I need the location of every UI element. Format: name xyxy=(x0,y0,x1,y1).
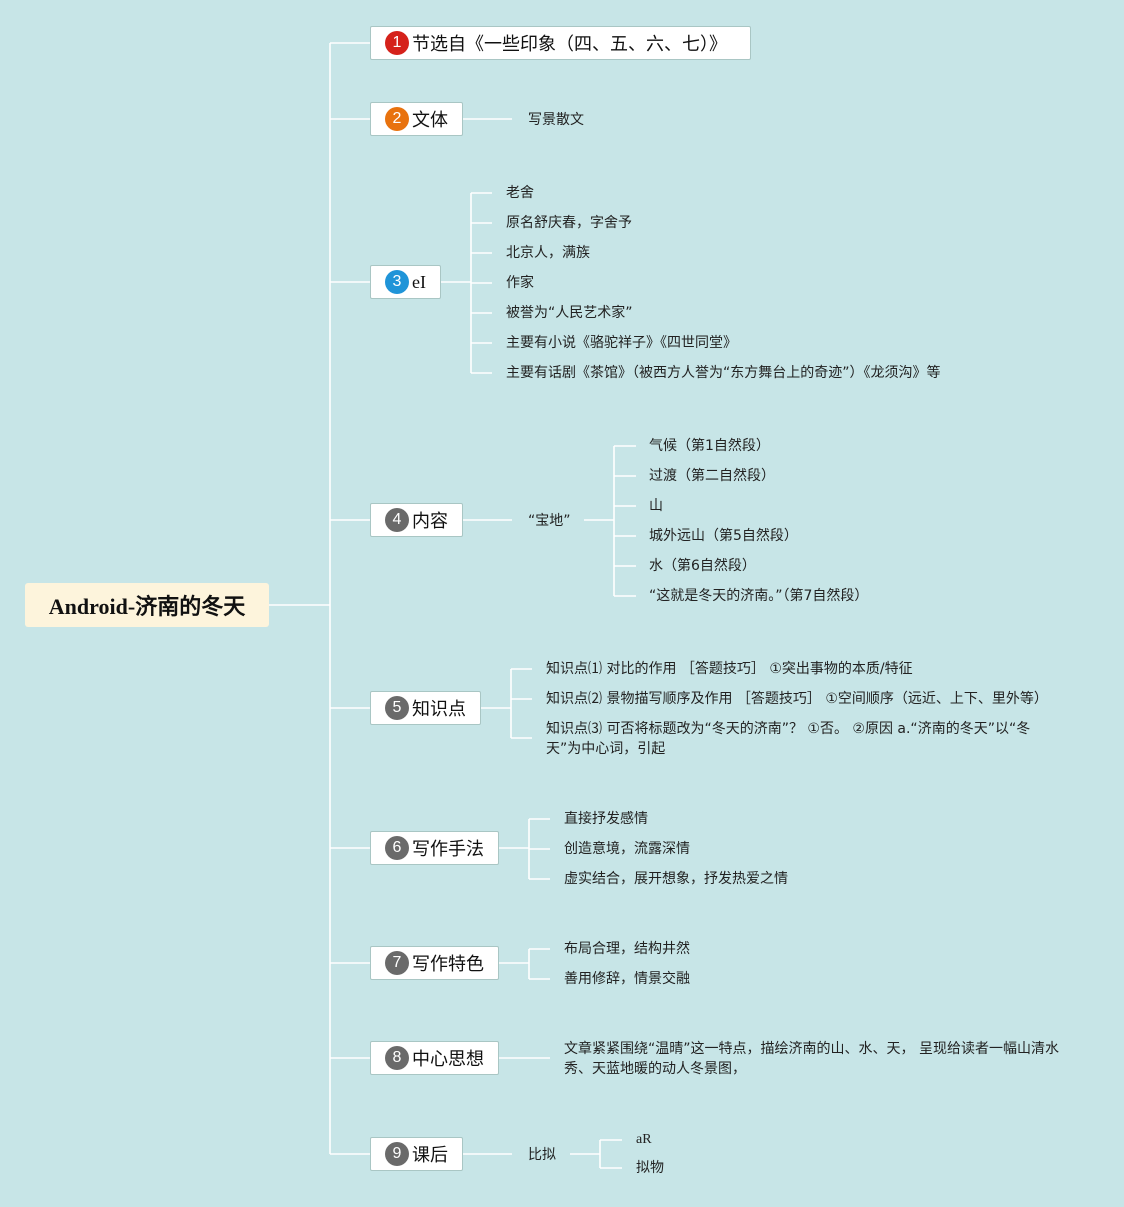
branch-3-node[interactable]: 3 eI xyxy=(370,265,441,299)
leaf-5-1[interactable]: 知识点⑴ 对比的作用 ［答题技巧］ ①突出事物的本质/特征 xyxy=(546,661,913,677)
branch-9-node[interactable]: 9 课后 xyxy=(370,1137,463,1171)
number-badge-8-icon: 8 xyxy=(385,1046,409,1070)
branch-6-label: 写作手法 xyxy=(412,839,484,860)
branch-7-node[interactable]: 7 写作特色 xyxy=(370,946,499,980)
leaf-3-1[interactable]: 老舍 xyxy=(506,185,534,201)
leaf-4-2[interactable]: 过渡（第二自然段） xyxy=(649,468,775,484)
branch-5-node[interactable]: 5 知识点 xyxy=(370,691,481,725)
branch-8-label: 中心思想 xyxy=(412,1049,484,1070)
branch-3-label: eI xyxy=(412,271,426,292)
branch-6-node[interactable]: 6 写作手法 xyxy=(370,831,499,865)
leaf-6-1[interactable]: 直接抒发感情 xyxy=(564,811,648,827)
root-topic[interactable]: Android-济南的冬天 xyxy=(25,583,269,627)
leaf-6-3[interactable]: 虚实结合，展开想象，抒发热爱之情 xyxy=(564,871,788,887)
number-badge-2-icon: 2 xyxy=(385,107,409,131)
leaf-3-4[interactable]: 作家 xyxy=(506,275,534,291)
leaf-6-2[interactable]: 创造意境，流露深情 xyxy=(564,841,690,857)
branch-9-label: 课后 xyxy=(412,1145,448,1166)
subtopic-bini[interactable]: 比拟 xyxy=(528,1147,556,1163)
leaf-4-5[interactable]: 水（第6自然段） xyxy=(649,558,756,574)
leaf-3-6[interactable]: 主要有小说《骆驼祥子》《四世同堂》 xyxy=(506,335,737,351)
leaf-7-1[interactable]: 布局合理，结构井然 xyxy=(564,941,690,957)
branch-2-label: 文体 xyxy=(412,110,448,131)
leaf-3-3[interactable]: 北京人，满族 xyxy=(506,245,590,261)
leaf-5-3[interactable]: 知识点⑶ 可否将标题改为“冬天的济南”？ ①否。 ②原因 a.“济南的冬天”以“… xyxy=(546,721,1031,757)
branch-1-label: 节选自《一些印象（四、五、六、七）》 xyxy=(412,34,727,55)
branch-2-node[interactable]: 2 文体 xyxy=(370,102,463,136)
leaf-2-1[interactable]: 写景散文 xyxy=(528,112,584,128)
leaf-3-7[interactable]: 主要有话剧《茶馆》（被西方人誉为“东方舞台上的奇迹”）《龙须沟》等 xyxy=(506,365,941,381)
leaf-3-5[interactable]: 被誉为“人民艺术家” xyxy=(506,305,633,321)
leaf-5-2[interactable]: 知识点⑵ 景物描写顺序及作用 ［答题技巧］ ①空间顺序（远近、上下、里外等） xyxy=(546,691,1048,707)
leaf-7-2[interactable]: 善用修辞，情景交融 xyxy=(564,971,690,987)
branch-1-node[interactable]: 1 节选自《一些印象（四、五、六、七）》 xyxy=(370,26,751,60)
number-badge-1-icon: 1 xyxy=(385,31,409,55)
leaf-4-3[interactable]: 山 xyxy=(649,498,663,514)
branch-4-node[interactable]: 4 内容 xyxy=(370,503,463,537)
leaf-4-1[interactable]: 气候（第1自然段） xyxy=(649,438,770,454)
leaf-3-2[interactable]: 原名舒庆春，字舍予 xyxy=(506,215,632,231)
leaf-4-4[interactable]: 城外远山（第5自然段） xyxy=(649,528,798,544)
number-badge-9-icon: 9 xyxy=(385,1142,409,1166)
branch-7-label: 写作特色 xyxy=(412,954,484,975)
number-badge-4-icon: 4 xyxy=(385,508,409,532)
number-badge-5-icon: 5 xyxy=(385,696,409,720)
number-badge-7-icon: 7 xyxy=(385,951,409,975)
leaf-8-1[interactable]: 文章紧紧围绕“温晴”这一特点，描绘济南的山、水、天， 呈现给读者一幅山清水秀、天… xyxy=(564,1041,1059,1077)
branch-8-node[interactable]: 8 中心思想 xyxy=(370,1041,499,1075)
number-badge-6-icon: 6 xyxy=(385,836,409,860)
leaf-4-6[interactable]: “这就是冬天的济南。”（第7自然段） xyxy=(649,588,869,604)
subtopic-baodi[interactable]: “宝地” xyxy=(528,513,571,529)
leaf-9-1[interactable]: aR xyxy=(636,1132,652,1147)
number-badge-3-icon: 3 xyxy=(385,270,409,294)
leaf-9-2[interactable]: 拟物 xyxy=(636,1160,664,1176)
branch-4-label: 内容 xyxy=(412,511,448,532)
branch-5-label: 知识点 xyxy=(412,699,466,720)
